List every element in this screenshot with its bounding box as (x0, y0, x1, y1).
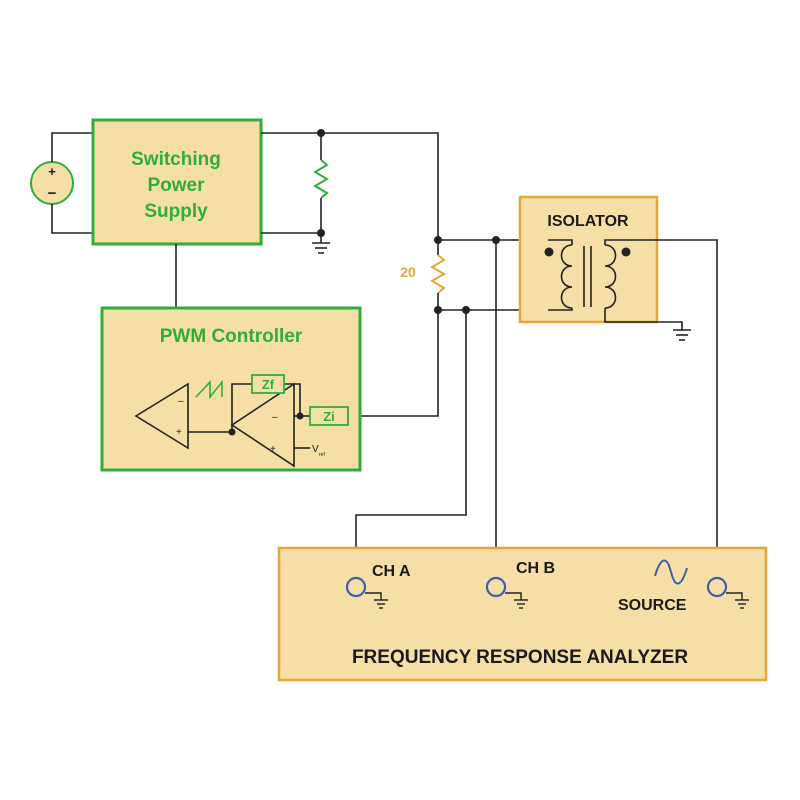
ground-icon (365, 592, 388, 609)
injection-resistor-value: 20 (400, 264, 416, 280)
zf-impedance-box (251, 374, 285, 394)
comparator-plus: + (176, 427, 182, 438)
zi-impedance-box (309, 406, 349, 426)
polarity-dot (621, 247, 631, 257)
transformer-primary-winding (560, 244, 573, 309)
junction-dot (317, 229, 325, 237)
source-label: SOURCE (618, 597, 687, 614)
load-resistor (313, 159, 329, 199)
power-supply-label-line2: Power (147, 175, 205, 196)
junction-dot (296, 412, 304, 420)
ground-icon (726, 592, 749, 609)
isolator-label: ISOLATOR (547, 213, 629, 230)
output-wire-bottom (261, 232, 322, 243)
source-plus-sign: + (48, 164, 56, 179)
vref-subscript: ref (319, 452, 325, 458)
switching-power-supply-block: Switching Power Supply (91, 118, 263, 246)
source-connector[interactable] (706, 576, 728, 598)
ground-icon (673, 329, 691, 341)
pwm-controller-label: PWM Controller (160, 326, 303, 347)
ch-b-connector[interactable] (485, 576, 507, 598)
dc-voltage-source: + − (30, 161, 74, 205)
isolator-primary-bottom-wire (548, 308, 573, 311)
output-wire-top (261, 132, 439, 240)
ch-a-connector[interactable] (345, 576, 367, 598)
injection-resistor (430, 254, 446, 294)
zf-label: Zf (262, 377, 275, 392)
pwm-controller-block: PWM Controller – + – + Zf Zi V ref (100, 306, 362, 472)
feedback-wire (348, 310, 439, 417)
ch-a-wire (355, 310, 467, 578)
comparator-minus: – (178, 396, 184, 407)
zi-label: Zi (323, 409, 335, 424)
zf-feedback-wire-right (284, 383, 301, 416)
transformer-secondary-winding (604, 244, 617, 309)
sine-wave-icon (654, 559, 688, 585)
ch-a-label: CH A (372, 563, 411, 580)
error-amp-minus: – (272, 412, 278, 423)
isolator-primary-top-wire (548, 239, 573, 245)
sawtooth-ramp-icon (195, 379, 223, 400)
power-supply-label-line3: Supply (144, 201, 208, 222)
zf-feedback-wire-left (231, 383, 252, 432)
analyzer-title: FREQUENCY RESPONSE ANALYZER (352, 647, 688, 668)
source-wire-top (51, 132, 93, 162)
error-amplifier-triangle (230, 382, 295, 468)
comparator-triangle (134, 382, 189, 450)
power-supply-label-line1: Switching (131, 149, 221, 170)
frequency-response-analyzer-block: FREQUENCY RESPONSE ANALYZER CH A CH B SO… (277, 546, 768, 682)
vref-label: V (312, 444, 319, 455)
source-minus-sign: − (48, 185, 57, 202)
source-wire (604, 239, 718, 578)
polarity-dot (544, 247, 554, 257)
error-amp-plus: + (270, 444, 276, 455)
isolator-ground-wire (604, 308, 683, 330)
ch-b-label: CH B (516, 560, 555, 577)
isolator-block: ISOLATOR (518, 195, 659, 324)
ground-icon (505, 592, 528, 609)
source-wire-bottom (51, 204, 93, 234)
ground-icon (312, 242, 330, 254)
